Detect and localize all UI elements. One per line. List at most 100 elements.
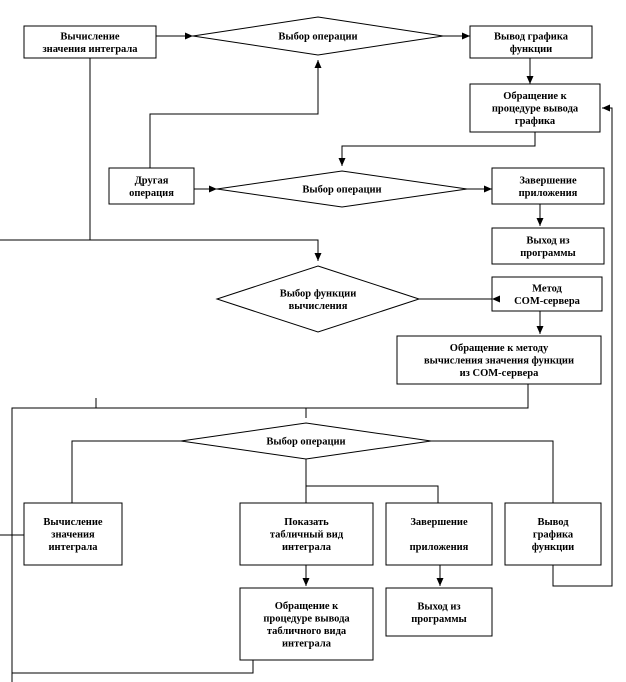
arrowhead (602, 104, 610, 112)
connector-line (306, 485, 439, 503)
node-label-line: Обращение к методу (450, 343, 549, 354)
arrowhead (492, 295, 500, 303)
node-exit-prog-1: Выход из программы (491, 227, 605, 265)
node-label-line: функции (510, 44, 553, 55)
arrowhead (314, 60, 322, 68)
node-label-line: Показать (284, 517, 329, 528)
process-box (108, 167, 195, 205)
node-label-line: программы (411, 614, 467, 625)
process-box (239, 587, 374, 661)
node-op-select-3: Выбор операции (180, 422, 432, 460)
node-com-call: Обращение к методу вычисления значения фу… (396, 335, 602, 385)
arrowhead (436, 578, 444, 586)
node-label-line: Метод (532, 283, 562, 294)
node-func-select: Выбор функции вычисления (215, 265, 421, 333)
arrowhead (302, 578, 310, 586)
node-finish-app-1: Завершение приложения (491, 167, 605, 205)
node-label-line: Обращение к (275, 601, 339, 612)
arrowhead (536, 218, 544, 226)
connector-line (11, 384, 529, 682)
process-box (23, 502, 123, 566)
node-label-line: значения интеграла (42, 44, 138, 55)
process-box (491, 167, 605, 205)
node-label-line: COM-сервера (514, 296, 581, 307)
arrowhead (462, 32, 470, 40)
connector-line (149, 60, 319, 168)
process-box (385, 587, 493, 637)
arrowhead (314, 253, 322, 261)
node-label-line: приложения (410, 542, 469, 553)
process-box (23, 25, 157, 59)
decision-diamond (215, 265, 421, 333)
arrowhead (209, 185, 217, 193)
node-label-line: графика (533, 530, 574, 541)
process-box (491, 227, 605, 265)
process-box (469, 25, 593, 59)
node-label-line: операция (129, 188, 174, 199)
node-label-line: Выход из (526, 235, 569, 246)
connector-line (0, 239, 319, 261)
decision-diamond (180, 422, 432, 460)
connector-line (431, 440, 554, 503)
node-label-line: Завершение (410, 517, 468, 528)
node-label-line: Выход из (417, 601, 460, 612)
arrowhead (185, 32, 193, 40)
process-box (396, 335, 602, 385)
connector-line (12, 660, 254, 674)
node-label-line: графика (515, 116, 556, 127)
node-label-line: Другая (135, 175, 169, 186)
node-label-line: Вычисление (60, 31, 119, 42)
node-label-line: программы (520, 248, 576, 259)
node-label-line: Завершение (519, 175, 577, 186)
node-label-line: Вывод (537, 517, 569, 528)
node-label-line: функции (532, 542, 575, 553)
node-label-line: процедуре вывода (263, 613, 350, 624)
node-exit-prog-2: Выход из программы (385, 587, 493, 637)
arrowhead (536, 326, 544, 334)
node-op-select-1: Выбор операции (192, 16, 444, 56)
node-label-line: из COM-сервера (460, 368, 540, 379)
arrowheads (185, 32, 610, 586)
node-label-line: Обращение к (503, 91, 567, 102)
node-label-line: интеграла (282, 542, 332, 553)
node-plot-output-top: Вывод графика функции (469, 25, 593, 59)
process-box (469, 83, 601, 133)
process-box (385, 502, 493, 566)
process-box (239, 502, 374, 566)
node-label-line: Вычисление (43, 517, 102, 528)
connector-line (341, 132, 536, 166)
node-label-line: интеграла (48, 542, 98, 553)
process-box (491, 276, 603, 312)
arrowhead (484, 185, 492, 193)
node-label-line: Вывод графика (494, 31, 569, 42)
node-label-line: табличного вида (267, 626, 347, 637)
node-label-line: табличный вид (270, 530, 344, 541)
node-label-line: вычисления значения функции (424, 356, 574, 367)
node-other-op: Другая операция (108, 167, 195, 205)
connector-line (71, 440, 181, 503)
decision-diamond (192, 16, 444, 56)
node-label-line: приложения (519, 188, 578, 199)
node-label-line: вычисления (289, 301, 348, 312)
node-finish-app-2: Завершение приложения (385, 502, 493, 566)
node-label-line: значения (51, 530, 95, 541)
node-label-line: интеграла (282, 638, 332, 649)
node-label-line: процедуре вывода (492, 104, 579, 115)
node-label-line: Выбор операции (302, 185, 381, 196)
node-label-line: Выбор операции (278, 32, 357, 43)
arrowhead (338, 158, 346, 166)
node-calc-integral-top: Вычисление значения интеграла (23, 25, 157, 59)
node-op-select-2: Выбор операции (216, 170, 468, 208)
node-label-line: Выбор функции (280, 288, 357, 299)
process-box (504, 502, 602, 566)
node-label-line: Выбор операции (266, 437, 345, 448)
arrowhead (526, 76, 534, 84)
